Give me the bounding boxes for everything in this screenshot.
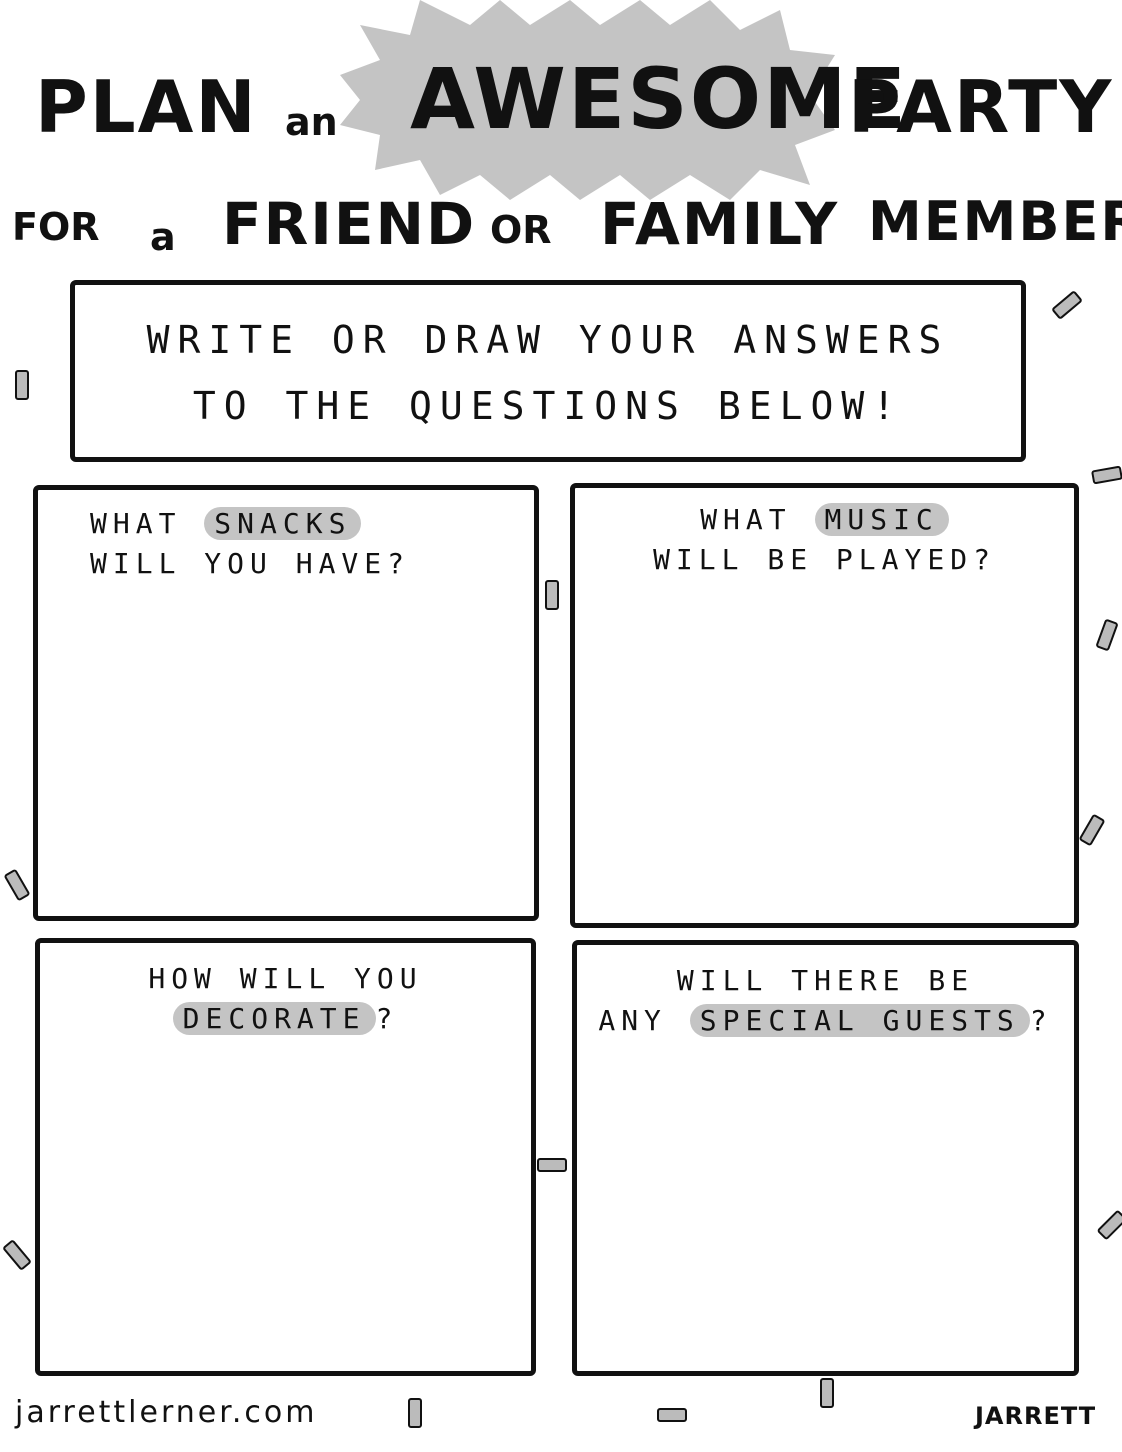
guests-answer-box[interactable]: WILL THERE BE ANY SPECIAL GUESTS?	[572, 940, 1079, 1376]
confetti	[1096, 1209, 1122, 1241]
title-or: OR	[490, 208, 552, 252]
instructions-line1: WRITE OR DRAW YOUR ANSWERS	[146, 318, 950, 362]
confetti	[15, 370, 29, 400]
confetti	[545, 580, 559, 610]
confetti	[1091, 465, 1122, 485]
instructions-line2: TO THE QUESTIONS BELOW!	[192, 384, 904, 428]
title-family: FAMILY	[600, 190, 840, 258]
question-decorate: HOW WILL YOU DECORATE?	[148, 962, 423, 1035]
confetti	[3, 868, 31, 902]
title-for: FOR	[12, 205, 100, 249]
confetti	[408, 1398, 422, 1428]
confetti	[1, 1239, 33, 1271]
title-an: an	[285, 100, 338, 144]
confetti	[1095, 618, 1119, 652]
title-friend: FRIEND	[222, 190, 477, 258]
confetti	[537, 1158, 567, 1172]
instructions-box: WRITE OR DRAW YOUR ANSWERS TO THE QUESTI…	[70, 280, 1026, 462]
question-snacks: WHAT SNACKS WILL YOU HAVE?	[90, 507, 411, 580]
artist-signature: JARRETT	[975, 1402, 1097, 1430]
title-party: PARTY	[848, 65, 1114, 149]
title-member: MEMBER	[868, 190, 1122, 253]
snacks-answer-box[interactable]: WHAT SNACKS WILL YOU HAVE?	[33, 485, 539, 921]
website-url: jarrettlerner.com	[15, 1395, 318, 1430]
question-music: WHAT MUSIC WILL BE PLAYED?	[653, 503, 996, 576]
starburst-highlight	[340, 0, 835, 200]
music-answer-box[interactable]: WHAT MUSIC WILL BE PLAYED?	[570, 483, 1079, 928]
decorate-answer-box[interactable]: HOW WILL YOU DECORATE?	[35, 938, 536, 1376]
confetti	[1078, 813, 1106, 847]
question-guests: WILL THERE BE ANY SPECIAL GUESTS?	[598, 964, 1053, 1037]
confetti	[657, 1408, 687, 1422]
title-plan: PLAN	[35, 65, 258, 149]
title-awesome: AWESOME	[410, 50, 909, 148]
title-a: a	[150, 215, 176, 259]
confetti	[820, 1378, 834, 1408]
confetti	[1051, 289, 1083, 321]
